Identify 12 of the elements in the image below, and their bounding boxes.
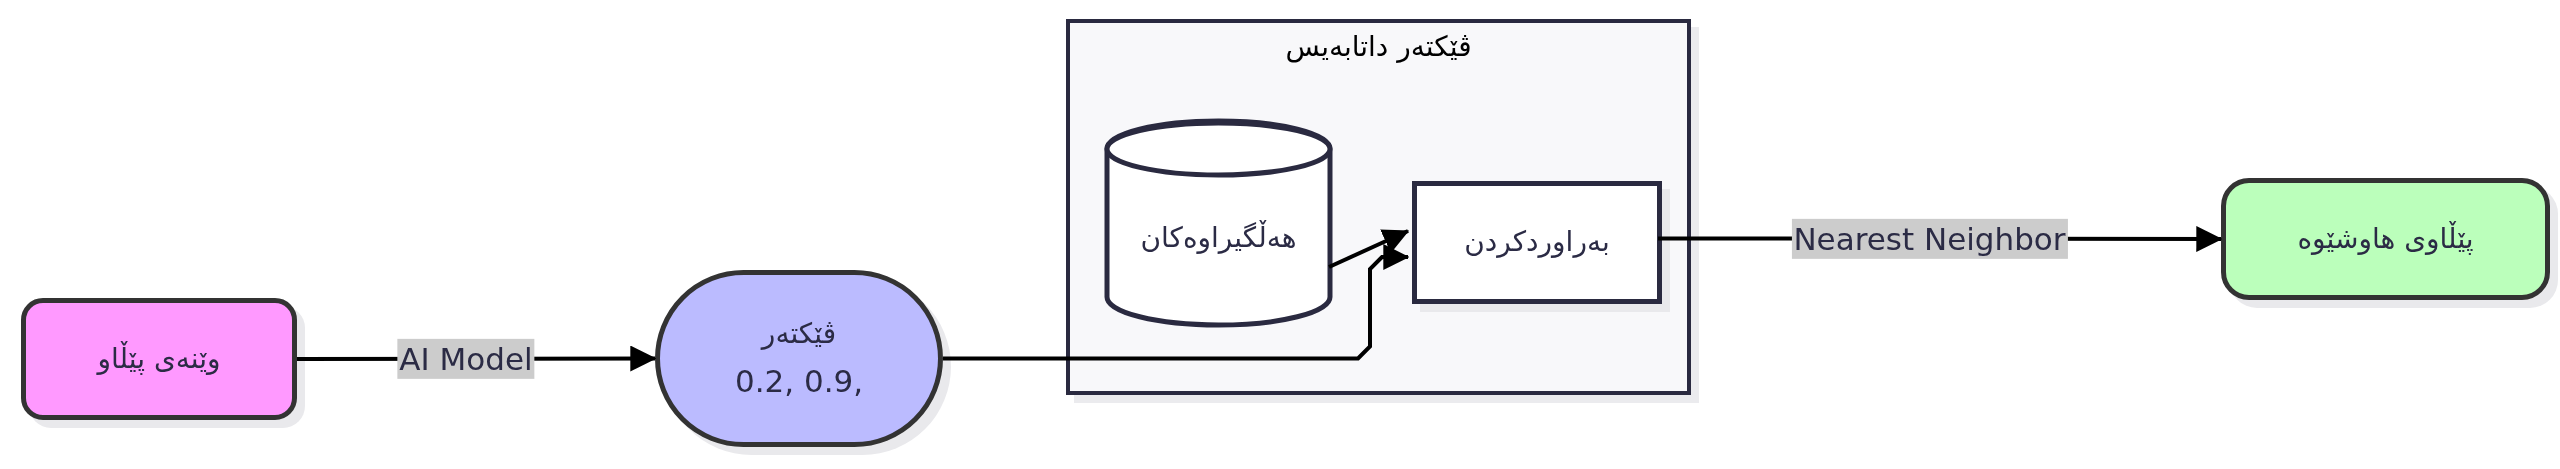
container-title: ڤێکتەر داتابەیس [1285, 29, 1472, 65]
edge-label: AI Model [397, 338, 535, 379]
arrow [1328, 229, 1410, 269]
node-label: پێڵاوی هاوشێوە [2297, 220, 2474, 257]
node-label: وێنەی پێڵاو [97, 340, 221, 377]
node-label: ڤێکتەر [761, 316, 837, 353]
edge-label: Nearest Neighbor [1791, 218, 2068, 259]
arrow [943, 244, 1410, 361]
node-label: بەراوردکردن [1464, 224, 1610, 261]
vector-values: 0.2, 0.9, [734, 361, 864, 401]
node-label: هەڵگیراوەکان [1140, 219, 1297, 256]
database-cylinder [1104, 121, 1333, 325]
